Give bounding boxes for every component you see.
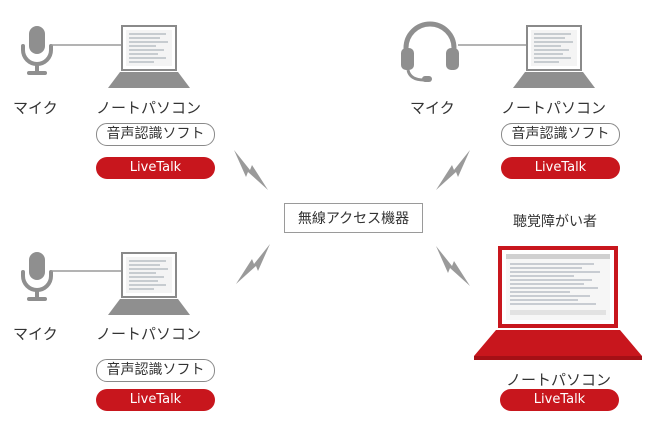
connector-line [458, 44, 530, 46]
headset-icon [401, 21, 459, 82]
wireless-signal-icon [234, 150, 268, 190]
livetalk-pill: LiveTalk [501, 157, 620, 179]
software-pill: 音声認識ソフト [96, 359, 215, 382]
laptop-icon [513, 25, 595, 88]
laptop-icon [108, 252, 190, 315]
connector-line [51, 270, 123, 272]
device-label: マイク [410, 99, 455, 117]
laptop-label: ノートパソコン [501, 99, 607, 117]
microphone-icon [21, 26, 53, 75]
laptop-label: ノートパソコン [506, 371, 612, 389]
laptop-label: ノートパソコン [96, 99, 202, 117]
wireless-signal-icon [436, 246, 470, 286]
software-pill: 音声認識ソフト [501, 123, 620, 146]
connector-line [51, 44, 123, 46]
livetalk-pill: LiveTalk [96, 157, 215, 179]
laptop-label: ノートパソコン [96, 325, 202, 343]
software-pill: 音声認識ソフト [96, 123, 215, 146]
device-label: マイク [13, 99, 58, 117]
livetalk-pill: LiveTalk [96, 389, 215, 411]
wireless-access-device: 無線アクセス機器 [284, 203, 423, 233]
hearing-impaired-title: 聴覚障がい者 [513, 214, 597, 230]
microphone-icon [21, 252, 53, 301]
wireless-signal-icon [436, 150, 470, 190]
livetalk-pill: LiveTalk [500, 389, 619, 411]
device-label: マイク [13, 325, 58, 343]
laptop-icon [474, 246, 642, 360]
wireless-signal-icon [236, 244, 270, 284]
laptop-icon [108, 25, 190, 88]
